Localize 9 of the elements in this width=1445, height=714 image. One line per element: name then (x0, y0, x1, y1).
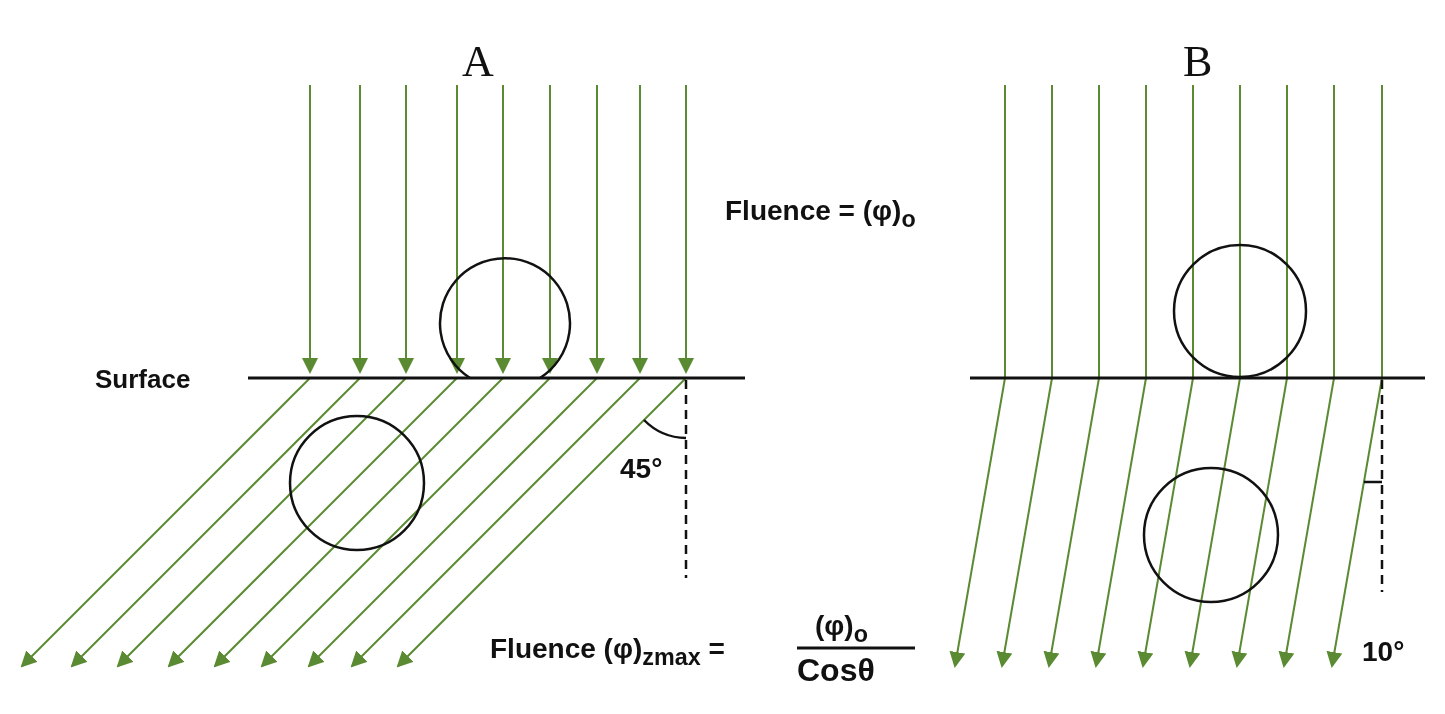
panel-label: B (1183, 40, 1213, 84)
formula: Fluence = (φ)$_{o}$ (725, 197, 916, 231)
angle-label: 45° (620, 455, 663, 483)
surface-label: Surface (95, 366, 191, 392)
formula: Cosθ (797, 654, 875, 686)
formula: (φ)$_{o}$ (815, 612, 868, 646)
formula: Fluence (φ)$_{zmax}$ = (490, 635, 725, 669)
panel-label: A (462, 40, 494, 84)
angle-label: 10° (1362, 638, 1405, 666)
